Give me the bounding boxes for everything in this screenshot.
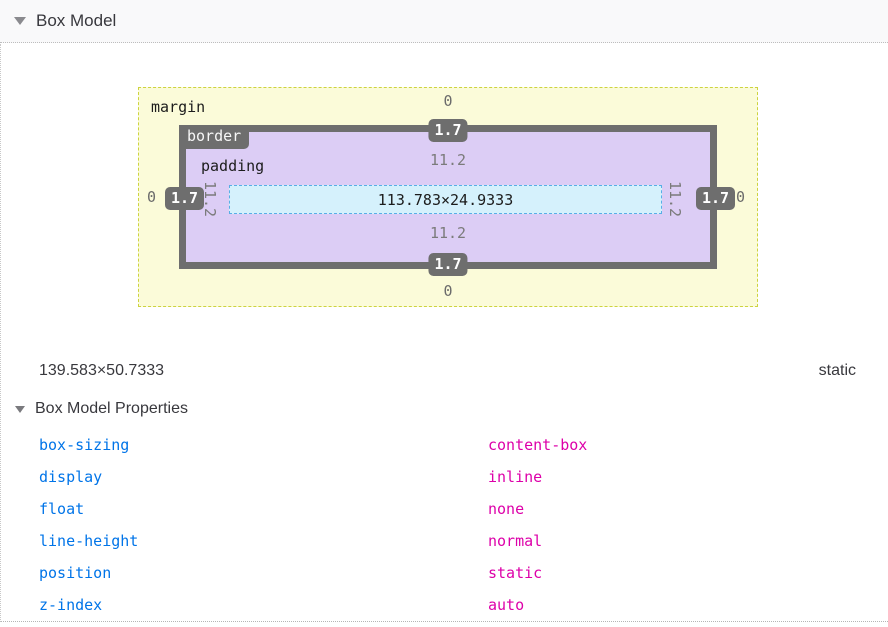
property-name: line-height [39,532,139,550]
property-value: static [488,564,543,582]
box-model-header[interactable]: Box Model [0,0,888,43]
padding-top-value[interactable]: 11.2 [429,151,467,169]
collapse-arrow-icon[interactable] [15,405,25,413]
property-row: float none [1,498,888,520]
element-summary: 139.583×50.7333 static [39,360,856,382]
content-size[interactable]: 113.783×24.9333 [377,190,514,209]
border-right-value[interactable]: 1.7 [696,187,736,210]
border-bottom-value[interactable]: 1.7 [428,253,468,276]
property-row: z-index auto [1,594,888,616]
padding-label: padding [201,157,265,175]
padding-right-value[interactable]: 11.2 [666,180,684,218]
property-name: float [39,500,85,518]
margin-right-value[interactable]: 0 [736,188,746,206]
property-row: position static [1,562,888,584]
property-value: none [488,500,525,518]
properties-section-title: Box Model Properties [35,400,188,417]
element-position: static [818,362,856,379]
margin-top-value[interactable]: 0 [443,92,453,110]
property-name: box-sizing [39,436,130,454]
panel-title: Box Model [36,11,117,30]
property-name: z-index [39,596,103,614]
property-name: position [39,564,112,582]
border-top-value[interactable]: 1.7 [428,119,468,142]
margin-left-value[interactable]: 0 [147,188,157,206]
collapse-arrow-icon[interactable] [14,17,26,25]
property-value: auto [488,596,525,614]
property-value: inline [488,468,543,486]
property-value: normal [488,532,543,550]
padding-bottom-value[interactable]: 11.2 [429,224,467,242]
content-layer[interactable]: 113.783×24.9333 [229,185,662,214]
property-row: display inline [1,466,888,488]
element-size: 139.583×50.7333 [39,362,165,379]
border-left-value[interactable]: 1.7 [165,187,205,210]
box-model-properties-header[interactable]: Box Model Properties [15,398,188,420]
border-label: border [179,125,250,149]
margin-bottom-value[interactable]: 0 [443,282,453,300]
box-model-diagram: margin 0 border 1.7 padding 11.2 113.783… [138,87,758,307]
property-name: display [39,468,103,486]
box-model-content: margin 0 border 1.7 padding 11.2 113.783… [0,44,888,622]
property-row: line-height normal [1,530,888,552]
margin-label: margin [151,98,206,116]
property-row: box-sizing content-box [1,434,888,456]
property-value: content-box [488,436,588,454]
